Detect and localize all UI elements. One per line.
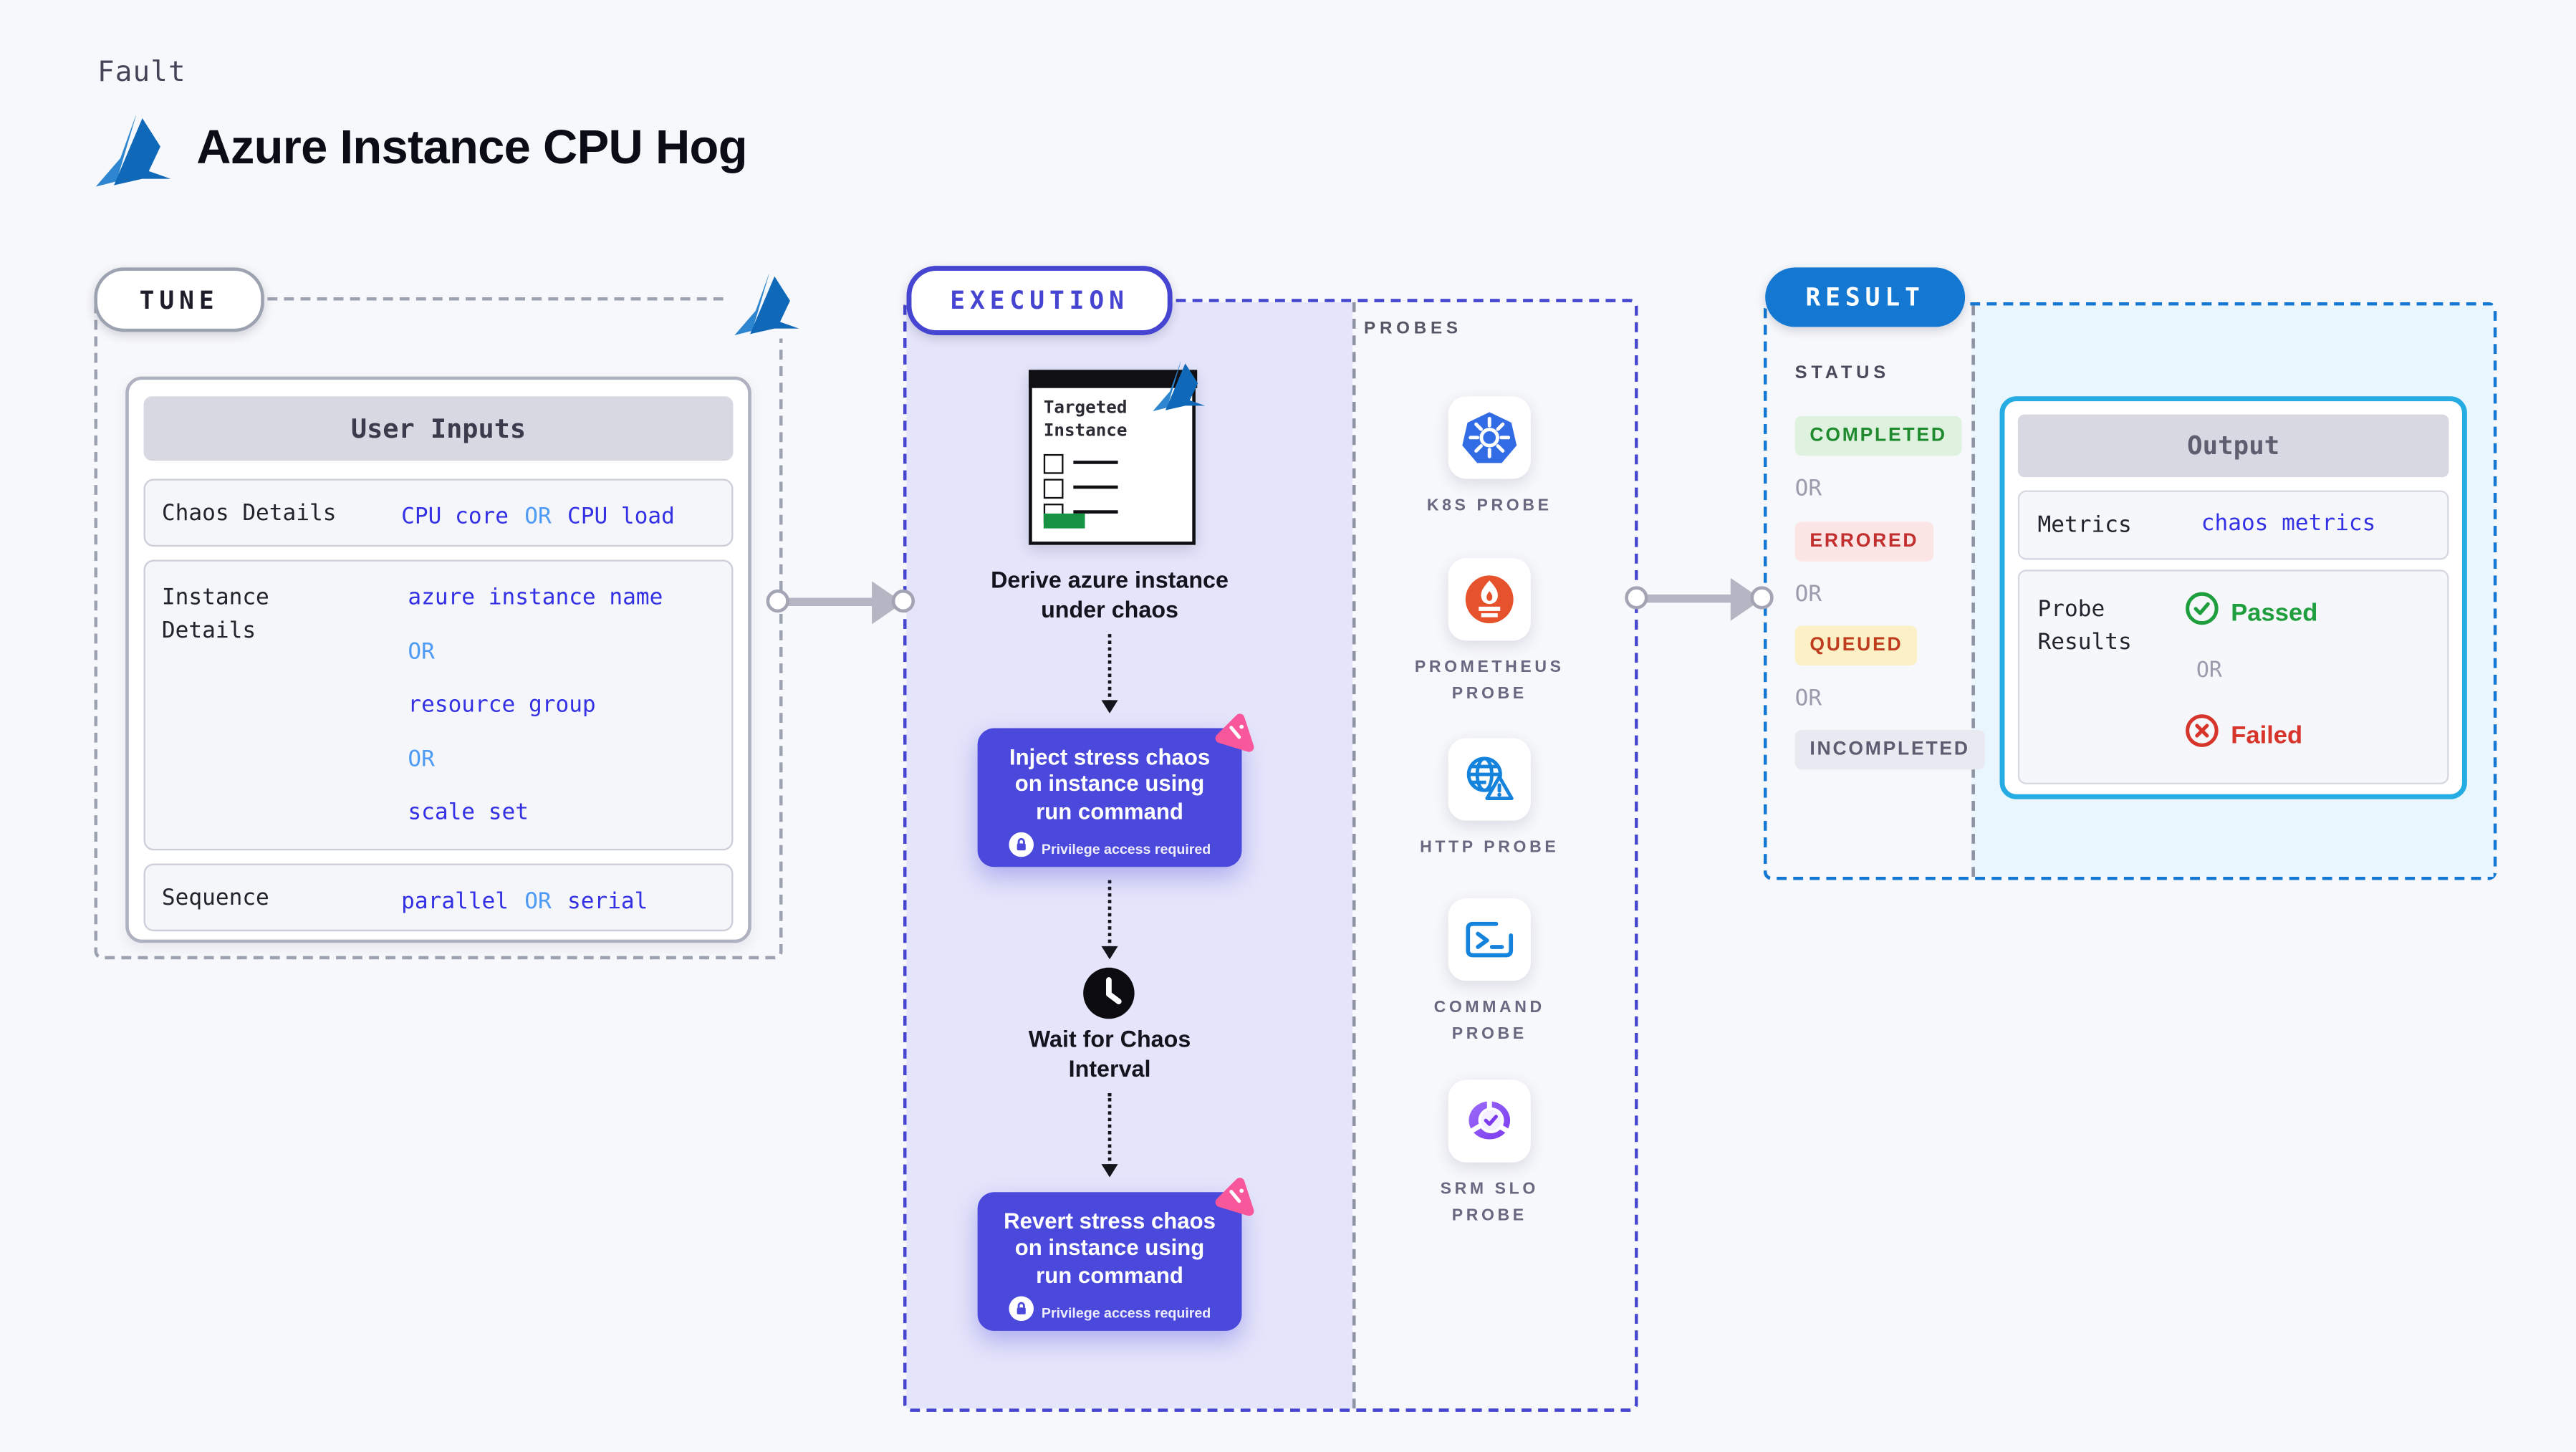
chaos-icon <box>1213 1175 1258 1229</box>
privilege-note-text: Privilege access required <box>1041 841 1211 858</box>
metrics-row: Metrics chaos metrics <box>2017 490 2449 560</box>
chaos-value-2: CPU load <box>567 504 675 530</box>
inject-chaos-step: Inject stress chaos on instance using ru… <box>977 713 1254 867</box>
probe-results-label: Probe Results <box>2037 596 2132 655</box>
status-badge-incompleted: INCOMPLETED <box>1794 729 1985 770</box>
tune-to-execution-arrow <box>764 580 916 626</box>
prometheus-probe-icon <box>1448 558 1531 641</box>
probe-passed: Passed <box>2185 591 2318 634</box>
user-inputs-header: User Inputs <box>143 396 734 461</box>
srm-slo-probe-icon <box>1448 1080 1531 1163</box>
wait-step-label: Wait for Chaos Interval <box>1028 1025 1191 1081</box>
tune-badge: TUNE <box>94 267 264 332</box>
instance-value-1: azure instance name <box>408 585 663 611</box>
probe-label: PROMETHEUS PROBE <box>1414 658 1565 703</box>
or-separator: OR <box>524 504 552 530</box>
probe-failed: Failed <box>2185 713 2302 756</box>
command-probe-icon <box>1448 898 1531 981</box>
probe-label: K8S PROBE <box>1426 496 1552 516</box>
sequence-row: Sequence parallel OR serial <box>143 863 734 932</box>
status-badge-completed: COMPLETED <box>1794 415 1962 456</box>
status-heading: STATUS <box>1794 363 1890 383</box>
revert-step-label: Revert stress chaos on instance using ru… <box>1004 1208 1216 1288</box>
revert-chaos-step: Revert stress chaos on instance using ru… <box>977 1178 1254 1331</box>
instance-value-2: resource group <box>408 691 596 718</box>
chaos-icon <box>1213 712 1258 765</box>
http-probe-icon <box>1448 738 1531 821</box>
window-titlebar <box>1027 369 1197 388</box>
inject-step-label: Inject stress chaos on instance using ru… <box>1009 744 1211 824</box>
sequence-label: Sequence <box>161 885 269 912</box>
chaos-details-value: CPU core OR CPU load <box>401 499 675 530</box>
instance-details-values: azure instance name OR resource group OR… <box>408 585 663 826</box>
or-separator: OR <box>408 745 435 772</box>
probe-results-row: Probe Results Passed OR Failed <box>2017 569 2449 784</box>
clock-icon <box>1082 966 1136 1029</box>
sequence-value-1: parallel <box>401 888 509 915</box>
lock-icon <box>1008 832 1034 866</box>
or-separator: OR <box>408 638 435 665</box>
execution-probes-divider <box>1352 302 1356 1409</box>
sequence-value-2: serial <box>567 888 648 915</box>
flow-arrow-down <box>1100 1092 1118 1178</box>
chaos-details-row: Chaos Details CPU core OR CPU load <box>143 479 734 547</box>
chaos-details-label: Chaos Details <box>161 500 337 527</box>
lock-icon <box>1008 1297 1034 1330</box>
instance-details-row: Instance Details azure instance name OR … <box>143 559 734 851</box>
status-badge-queued: QUEUED <box>1794 625 1918 665</box>
flow-arrow-down <box>1100 634 1118 713</box>
x-circle-icon <box>2185 713 2219 756</box>
targeted-instance-title: Targeted Instance <box>1043 398 1128 441</box>
k8s-probe-icon <box>1448 396 1531 479</box>
azure-logo-icon-tune-corner <box>726 269 809 339</box>
or-separator: OR <box>524 888 552 915</box>
azure-logo-icon <box>95 111 173 195</box>
sequence-value: parallel OR serial <box>401 883 648 915</box>
tune-section <box>94 297 783 960</box>
status-badge-errored: ERRORED <box>1794 521 1934 562</box>
instance-value-3: scale set <box>408 799 529 826</box>
output-card: Output Metrics chaos metrics Probe Resul… <box>1999 396 2467 799</box>
result-badge: RESULT <box>1765 267 1966 327</box>
failed-label: Failed <box>2231 721 2303 749</box>
output-header: Output <box>2017 414 2449 478</box>
or-separator: OR <box>2196 658 2222 684</box>
passed-label: Passed <box>2231 598 2318 627</box>
probe-label: COMMAND PROBE <box>1433 999 1545 1044</box>
derive-step-label: Derive azure instance under chaos <box>991 566 1229 622</box>
checklist-item <box>1043 453 1118 474</box>
probe-label: SRM SLO PROBE <box>1440 1181 1539 1226</box>
execution-badge: EXECUTION <box>906 266 1173 335</box>
execution-to-result-arrow <box>1623 577 1775 622</box>
probes-section-label: PROBES <box>1364 318 1462 339</box>
metrics-value: chaos metrics <box>2201 510 2376 537</box>
page-title: Azure Instance CPU Hog <box>196 122 747 176</box>
fault-kind-label: Fault <box>97 56 186 90</box>
privilege-note-text: Privilege access required <box>1041 1304 1211 1322</box>
or-separator: OR <box>1794 475 1822 502</box>
chaos-value-1: CPU core <box>401 504 509 530</box>
check-circle-icon <box>2185 591 2219 634</box>
privilege-note: Privilege access required <box>978 1297 1242 1330</box>
user-inputs-table: User Inputs Chaos Details CPU core OR CP… <box>125 376 751 943</box>
privilege-note: Privilege access required <box>978 832 1242 866</box>
status-bar-green <box>1043 513 1085 529</box>
or-separator: OR <box>1794 581 1822 608</box>
checklist-item <box>1043 479 1118 499</box>
flow-arrow-down <box>1100 880 1118 960</box>
or-separator: OR <box>1794 685 1822 712</box>
instance-details-label: Instance Details <box>161 585 269 643</box>
probe-label: HTTP PROBE <box>1420 839 1559 857</box>
azure-logo-icon-window <box>1153 359 1207 420</box>
metrics-label: Metrics <box>2037 511 2132 539</box>
